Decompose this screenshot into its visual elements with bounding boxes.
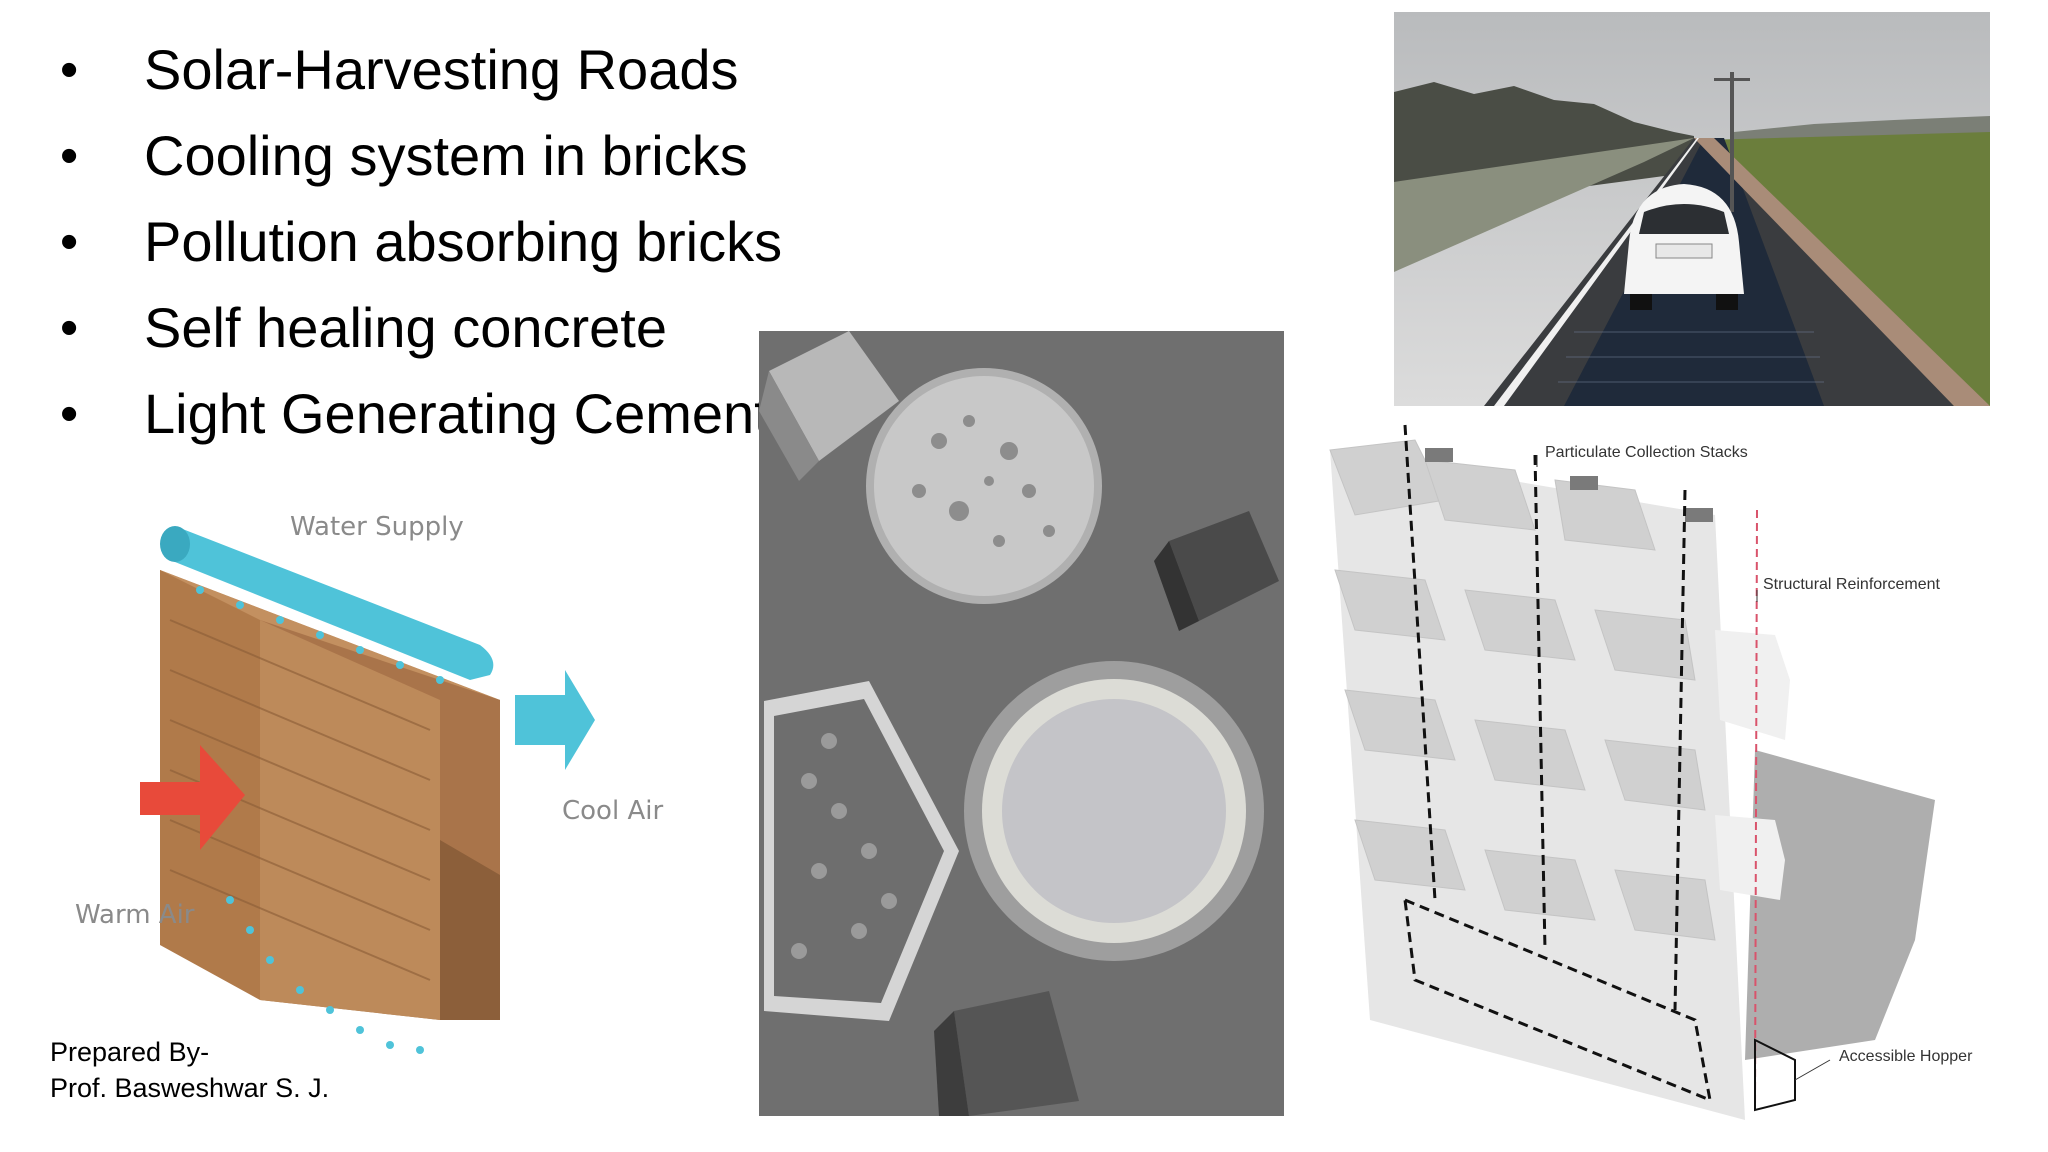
footer-prepared-by: Prepared By-	[50, 1037, 210, 1067]
bullet-dot: •	[60, 127, 79, 185]
cool-air-label: Cool Air	[562, 796, 664, 826]
cool-air-arrow	[515, 670, 595, 770]
footer-credit: Prepared By- Prof. Basweshwar S. J.	[50, 1034, 329, 1106]
bullet-text: Light Generating Cement	[144, 382, 770, 445]
accessible-hopper-label: Accessible Hopper	[1839, 1048, 1973, 1065]
bullet-text: Solar-Harvesting Roads	[144, 38, 739, 101]
footer-author: Prof. Basweshwar S. J.	[50, 1073, 330, 1103]
bullet-dot: •	[60, 41, 79, 99]
warm-air-label: Warm Air	[75, 900, 195, 930]
solar-road-photo	[1394, 12, 1990, 406]
bullet-dot: •	[60, 385, 79, 443]
cooling-pad-diagram: Water Supply Cool Air Warm Air	[60, 500, 700, 1080]
water-supply-label: Water Supply	[290, 512, 464, 542]
bullet-dot: •	[60, 299, 79, 357]
structural-reinforcement-label: Structural Reinforcement	[1763, 576, 1940, 593]
bullet-text: Cooling system in bricks	[144, 124, 748, 187]
bullet-text: Pollution absorbing bricks	[144, 210, 783, 273]
self-healing-concrete-photo	[759, 331, 1284, 1116]
particulate-stacks-label: Particulate Collection Stacks	[1545, 444, 1748, 461]
pollution-wall-diagram: Particulate Collection Stacks Structural…	[1315, 420, 2005, 1120]
warm-air-arrow	[140, 745, 245, 850]
bullet-text: Self healing concrete	[144, 296, 668, 359]
bullet-dot: •	[60, 213, 79, 271]
